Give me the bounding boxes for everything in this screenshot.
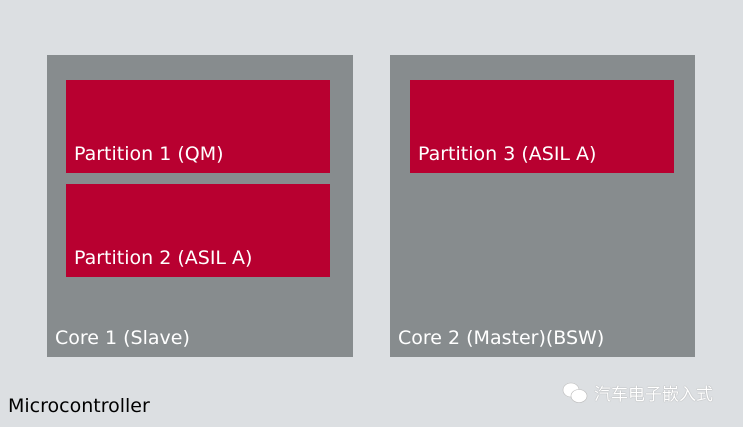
microcontroller-label: Microcontroller (8, 395, 150, 417)
partition-3-box: Partition 3 (ASIL A) (410, 80, 674, 173)
partition-2-label: Partition 2 (ASIL A) (74, 247, 253, 269)
partition-1-label: Partition 1 (QM) (74, 143, 224, 165)
watermark: 汽车电子嵌入式 (562, 380, 713, 405)
core-1-box: Partition 1 (QM) Partition 2 (ASIL A) Co… (47, 55, 353, 357)
watermark-text: 汽车电子嵌入式 (594, 385, 713, 405)
wechat-icon (562, 382, 588, 403)
core-2-label: Core 2 (Master)(BSW) (398, 327, 605, 349)
partition-1-box: Partition 1 (QM) (66, 80, 330, 173)
core-2-box: Partition 3 (ASIL A) Core 2 (Master)(BSW… (390, 55, 695, 357)
partition-3-label: Partition 3 (ASIL A) (418, 143, 597, 165)
partition-2-box: Partition 2 (ASIL A) (66, 184, 330, 277)
core-1-label: Core 1 (Slave) (55, 327, 190, 349)
